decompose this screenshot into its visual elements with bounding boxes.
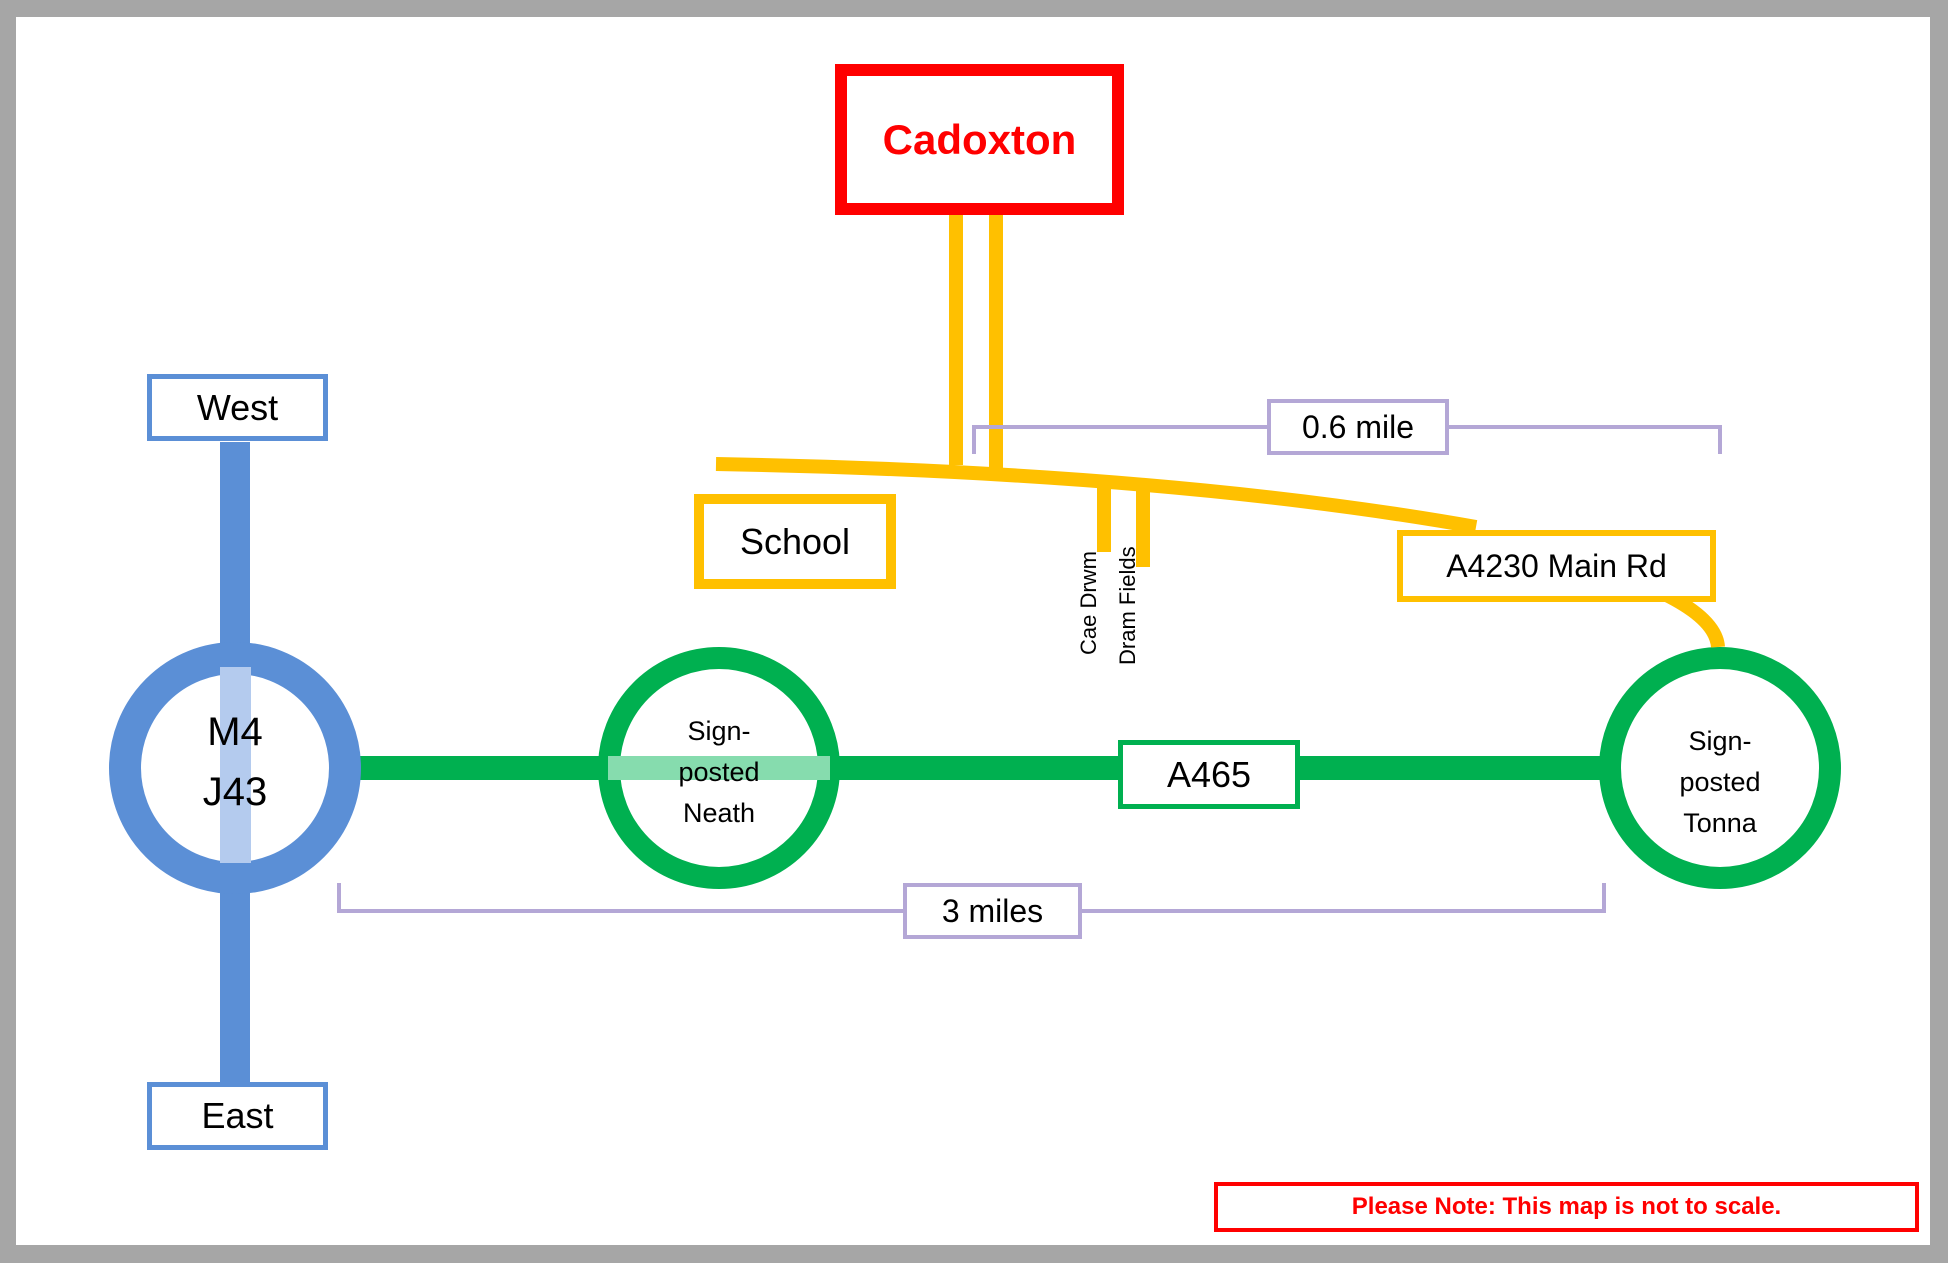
tonna-label-line1: Sign- (1688, 726, 1752, 756)
tonna-label-line3: Tonna (1683, 808, 1757, 838)
direction-east-box: East (147, 1082, 328, 1150)
dram-fields-label: Dram Fields (1115, 546, 1140, 665)
map-panel: Cadoxton West East M4 J43 Sign- posted N… (16, 17, 1930, 1245)
a465-label: A465 (1166, 753, 1252, 795)
a4230-label: A4230 Main Rd (1446, 547, 1667, 584)
distance-long-box: 3 miles (903, 883, 1082, 939)
neath-label-line2: posted (678, 757, 760, 787)
distance-short-box: 0.6 mile (1267, 399, 1449, 455)
neath-roundabout-label: Sign- posted Neath (639, 711, 799, 834)
m4-through-lane (220, 667, 251, 863)
tonna-roundabout-label: Sign- posted Tonna (1640, 721, 1800, 844)
school-label: School (739, 520, 851, 562)
a4230-main-road (715, 457, 1478, 534)
tonna-roundabout (1599, 647, 1841, 889)
school-box: School (694, 494, 896, 589)
m4-junction-label: M4 J43 (180, 702, 290, 822)
direction-east-label: East (201, 1095, 274, 1136)
map-roads (109, 213, 1841, 1082)
neath-label-line1: Sign- (687, 716, 751, 746)
destination-title: Cadoxton (882, 115, 1077, 163)
scale-note-box: Please Note: This map is not to scale. (1214, 1182, 1919, 1232)
tonna-label-line2: posted (1679, 767, 1761, 797)
motorway-name: M4 (207, 710, 263, 754)
scale-note: Please Note: This map is not to scale. (1351, 1193, 1782, 1220)
direction-west-box: West (147, 374, 328, 441)
neath-through-lane (608, 756, 830, 780)
cae-drwm-label: Cae Drwm (1076, 551, 1101, 655)
direction-west-label: West (196, 386, 279, 428)
a465-label-box: A465 (1118, 740, 1300, 809)
a4230-label-box: A4230 Main Rd (1397, 530, 1716, 602)
junction-number: J43 (202, 770, 268, 814)
destination-cadoxton-box: Cadoxton (835, 64, 1124, 215)
distance-short-label: 0.6 mile (1301, 408, 1415, 445)
neath-label-line3: Neath (682, 798, 756, 828)
distance-long-label: 3 miles (941, 892, 1044, 929)
